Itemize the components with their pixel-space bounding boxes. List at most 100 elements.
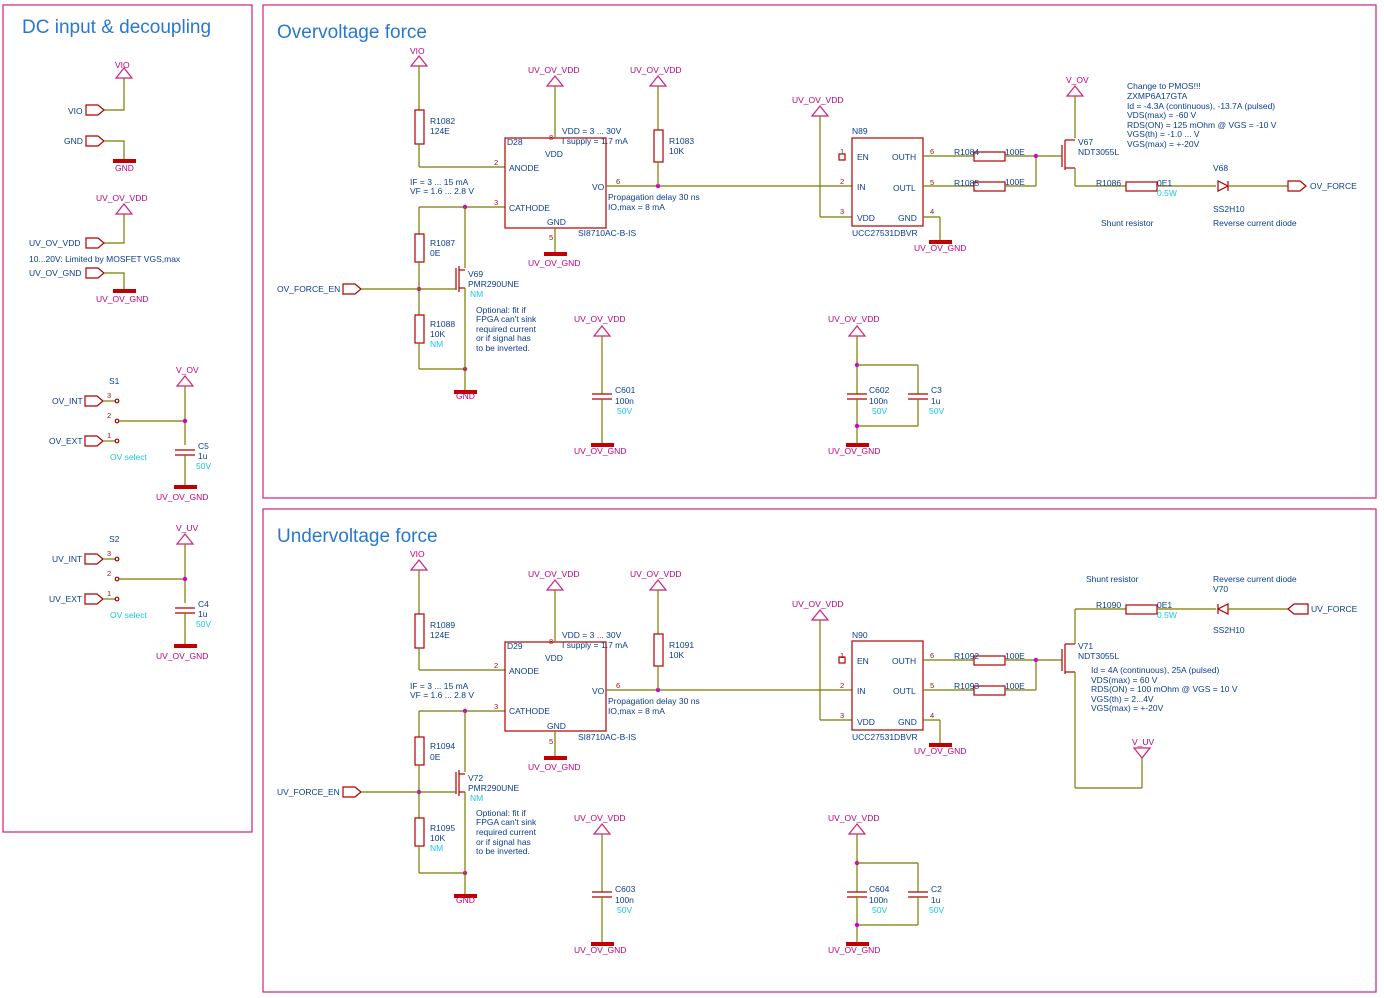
uv-rail: V_UV <box>1132 737 1155 747</box>
ov-drv-part: UCC27531DBVR <box>852 228 918 238</box>
ov-frame <box>262 4 1377 499</box>
ov-rpu-val: 10K <box>669 146 684 156</box>
dc-vuv-label: V_UV <box>176 523 199 533</box>
uv-gnd: GND <box>456 895 475 905</box>
ov-change-5: VGS(th) = -1.0 ... V <box>1127 129 1200 139</box>
ov-opt-3: or if signal has <box>476 333 531 343</box>
ov-gnd5: UV_OV_GND <box>528 258 580 268</box>
dc-vio-label: VIO <box>115 60 130 70</box>
dc-ovext: OV_EXT <box>49 436 83 446</box>
ov-c3: C3 <box>931 385 942 395</box>
uv-drv: N90 <box>852 630 868 640</box>
ov-gnd: GND <box>456 391 475 401</box>
ov-rh: R1084 <box>954 147 979 157</box>
svg-text:1: 1 <box>107 431 111 440</box>
uv-drv-gnd: GND <box>898 717 917 727</box>
svg-text:5: 5 <box>930 681 934 690</box>
uv-vdd3: UV_OV_VDD <box>792 599 844 609</box>
ov-opt-2: required current <box>476 324 537 334</box>
uv-vdd1: UV_OV_VDD <box>528 569 580 579</box>
uv-prop2: IO,max = 8 mA <box>608 706 665 716</box>
ov-drv-vdd: VDD <box>857 213 875 223</box>
uv-shunt-val: 0E1 <box>1157 600 1172 610</box>
dc-vov-label: V_OV <box>176 365 199 375</box>
uv-c603-val: 100n <box>615 895 634 905</box>
ov-iso: D28 <box>507 137 523 147</box>
uv-diode: V70 <box>1213 584 1228 594</box>
uv-spec-1: VDS(max) = 60 V <box>1091 675 1158 685</box>
svg-text:2: 2 <box>840 681 844 690</box>
svg-text:2: 2 <box>494 158 498 167</box>
dc-c4-v: 50V <box>196 619 211 629</box>
uv-rh-val: 100E <box>1005 651 1025 661</box>
uv-iso-anode: ANODE <box>509 666 540 676</box>
ov-rb: R1087 <box>430 238 455 248</box>
uv-rl: R1093 <box>954 681 979 691</box>
ov-drv-outh: OUTH <box>892 152 916 162</box>
uv-shunt-lbl: Shunt resistor <box>1086 574 1139 584</box>
uv-opt-1: FPGA can't sink <box>476 817 537 827</box>
dc-block: VIO VIO GND GND UV_OV_VDD UV_OV_VDD 10..… <box>29 60 211 661</box>
uv-spec-2: RDS(ON) = 100 mOhm @ VGS = 10 V <box>1091 684 1238 694</box>
ov-drv-en: EN <box>857 152 869 162</box>
uv-drv-outh: OUTH <box>892 656 916 666</box>
svg-text:5: 5 <box>549 737 553 746</box>
ov-out: OV_FORCE <box>1310 181 1357 191</box>
uv-spec-3: VGS(th) = 2...4V <box>1091 694 1154 704</box>
ov-iso-spec1: VDD = 3 ... 30V <box>562 126 622 136</box>
uv-iso-spec2: I supply = 1.7 mA <box>562 640 628 650</box>
ov-c3-v: 50V <box>929 406 944 416</box>
uv-opt-0: Optional: fit if <box>476 808 526 818</box>
dc-frame <box>2 4 253 833</box>
ov-rl-val: 100E <box>1005 177 1025 187</box>
ov-change-2: Id = -4.3A (continuous), -13.7A (pulsed) <box>1127 101 1275 111</box>
ov-if: IF = 3 ... 15 mA <box>410 177 469 187</box>
ov-qs-nm: NM <box>470 289 483 299</box>
uv-spec-4: VGS(max) = +-20V <box>1091 703 1164 713</box>
ov-change-0: Change to PMOS!!! <box>1127 81 1201 91</box>
uv-diode-part: SS2H10 <box>1213 625 1245 635</box>
dc-gnd-label: GND <box>115 163 134 173</box>
uv-rc-val: 10K <box>430 833 445 843</box>
uv-rc: R1095 <box>430 823 455 833</box>
uv-gnd5: UV_OV_GND <box>528 762 580 772</box>
uv-iso-gnd: GND <box>547 721 566 731</box>
uv-drv-in: IN <box>857 686 866 696</box>
svg-text:3: 3 <box>840 711 844 720</box>
svg-text:5: 5 <box>930 178 934 187</box>
dc-s2: S2 <box>109 534 120 544</box>
ov-prop2: IO,max = 8 mA <box>608 202 665 212</box>
uv-iso-part: SI8710AC-B-IS <box>578 732 636 742</box>
ov-c602-vdd: UV_OV_VDD <box>828 314 880 324</box>
ov-opt-4: to be inverted. <box>476 343 530 353</box>
ov-shunt-lbl: Shunt resistor <box>1101 218 1154 228</box>
ov-iso-part: SI8710AC-B-IS <box>578 228 636 238</box>
ov-c3-val: 1u <box>931 396 941 406</box>
ov-rc-nm: NM <box>430 339 443 349</box>
ov-shunt-w: 0.5W <box>1157 188 1177 198</box>
dc-gnd-port: GND <box>64 136 83 146</box>
ov-iso-vdd: VDD <box>545 149 563 159</box>
ov-vdd2: UV_OV_VDD <box>630 65 682 75</box>
uv-block: VIO R1089 124E IF = 3 ... 15 mA VF = 1.6… <box>277 549 1358 955</box>
svg-text:2: 2 <box>107 569 111 578</box>
uv-rpu: R1091 <box>669 640 694 650</box>
ov-prop1: Propagation delay 30 ns <box>608 192 700 202</box>
svg-text:8: 8 <box>549 133 553 142</box>
dc-c5-v: 50V <box>196 461 211 471</box>
ov-c601-vdd: UV_OV_VDD <box>574 314 626 324</box>
uv-c2: C2 <box>931 884 942 894</box>
ov-diode-part: SS2H10 <box>1213 204 1245 214</box>
svg-text:6: 6 <box>930 147 934 156</box>
svg-text:2: 2 <box>107 411 111 420</box>
uv-c604-val: 100n <box>869 895 888 905</box>
ov-drv: N89 <box>852 126 868 136</box>
uv-rpu-val: 10K <box>669 650 684 660</box>
ov-c601-gnd: UV_OV_GND <box>574 446 626 456</box>
uv-diode-lbl: Reverse current diode <box>1213 574 1297 584</box>
uv-vf: VF = 1.6 ... 2.8 V <box>410 690 474 700</box>
ov-c602-gnd: UV_OV_GND <box>828 446 880 456</box>
dc-uvext: UV_EXT <box>49 594 82 604</box>
svg-text:3: 3 <box>494 702 498 711</box>
ov-change-4: RDS(ON) = 125 mOhm @ VGS = -10 V <box>1127 120 1277 130</box>
